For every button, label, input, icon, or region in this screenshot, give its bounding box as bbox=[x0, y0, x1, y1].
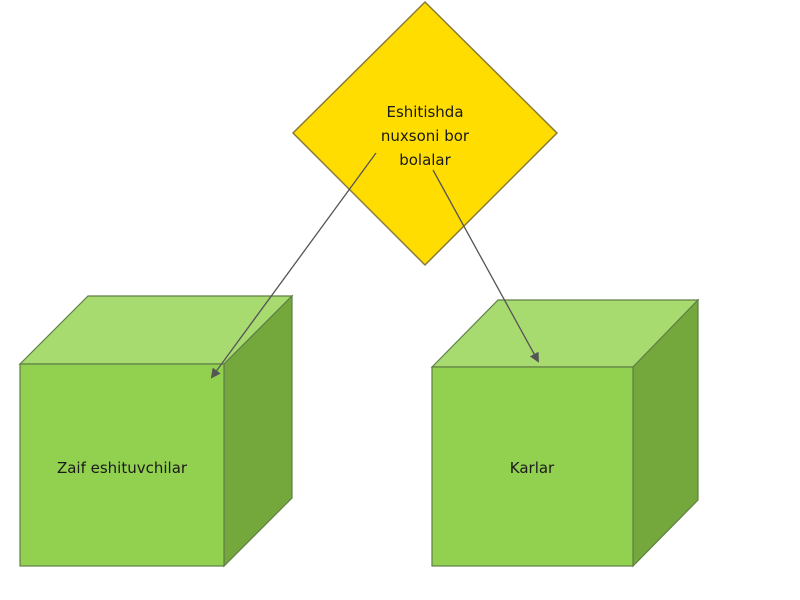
root-diamond bbox=[291, 0, 559, 267]
right-cube-front-face bbox=[431, 366, 634, 567]
left-cube-front-face bbox=[19, 363, 225, 567]
root-label-line-2: nuxsoni bor bbox=[381, 127, 470, 145]
connector-arrow-left bbox=[210, 152, 377, 379]
root-node[interactable]: Eshitishda nuxsoni bor bolalar bbox=[291, 0, 559, 267]
root-label-line-1: Eshitishda bbox=[386, 103, 463, 121]
connector-arrow-right bbox=[432, 169, 539, 363]
root-label-line-3: bolalar bbox=[399, 151, 451, 169]
right-cube-label: Karlar bbox=[510, 459, 555, 477]
child-node-deaf[interactable]: Karlar bbox=[430, 298, 700, 568]
child-node-hearing-impaired[interactable]: Zaif eshituvchilar bbox=[18, 294, 294, 568]
left-cube-label: Zaif eshituvchilar bbox=[57, 459, 188, 477]
